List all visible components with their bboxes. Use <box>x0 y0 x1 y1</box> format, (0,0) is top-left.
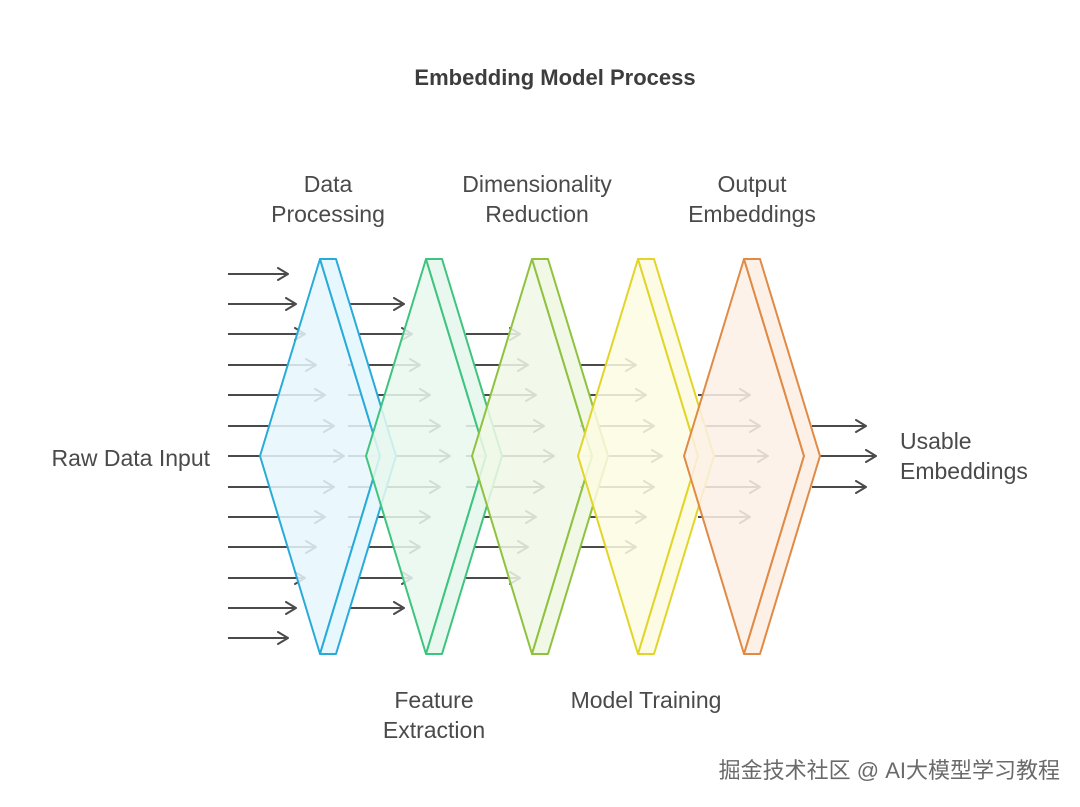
stage-chevron <box>683 258 821 655</box>
usable-embeddings-label: Usable Embeddings <box>900 428 1028 484</box>
stage-label-line: Processing <box>271 201 385 227</box>
stage-label-line: Extraction <box>383 717 485 743</box>
stage-chevrons <box>259 258 821 655</box>
raw-data-input-label: Raw Data Input <box>51 445 210 471</box>
stage-label-line: Feature <box>394 687 473 713</box>
usable-embeddings-line-2: Embeddings <box>900 458 1028 484</box>
usable-embeddings-line-1: Usable <box>900 428 972 454</box>
stage-label-line: Reduction <box>485 201 589 227</box>
stage-chevron-face <box>259 258 381 655</box>
stage-chevron-face <box>577 258 699 655</box>
stage-chevron-face <box>471 258 593 655</box>
stage-label-line: Dimensionality <box>462 171 612 197</box>
stage-label-line: Model Training <box>571 687 722 713</box>
stage-label-line: Data <box>304 171 353 197</box>
stage-chevron-face <box>683 258 805 655</box>
stage-chevron-face <box>365 258 487 655</box>
diagram-title: Embedding Model Process <box>414 65 695 90</box>
stage-label-line: Output <box>717 171 787 197</box>
watermark: 掘金技术社区 @ AI大模型学习教程 <box>719 758 1060 783</box>
stage-label-line: Embeddings <box>688 201 816 227</box>
stage-chevron-edge <box>743 258 821 655</box>
stage-label: Model Training <box>571 687 722 713</box>
